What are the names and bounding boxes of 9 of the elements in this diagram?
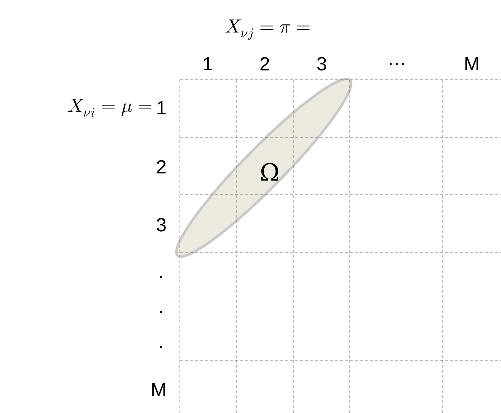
- row-ellipsis-dot: .: [160, 346, 162, 348]
- row-number: M: [152, 383, 166, 397]
- column-number: M: [466, 57, 478, 71]
- ellipse-region: Ω: [175, 78, 353, 258]
- column-ellipsis: …: [390, 63, 404, 66]
- row-ellipsis-dot: .: [160, 276, 162, 278]
- row-ellipsis-dot: .: [160, 311, 162, 314]
- axis-formula: $X_{\nu j} = \pi =$: [226, 20, 310, 40]
- axis-formula: $X_{\nu i} = \mu =$: [68, 99, 152, 117]
